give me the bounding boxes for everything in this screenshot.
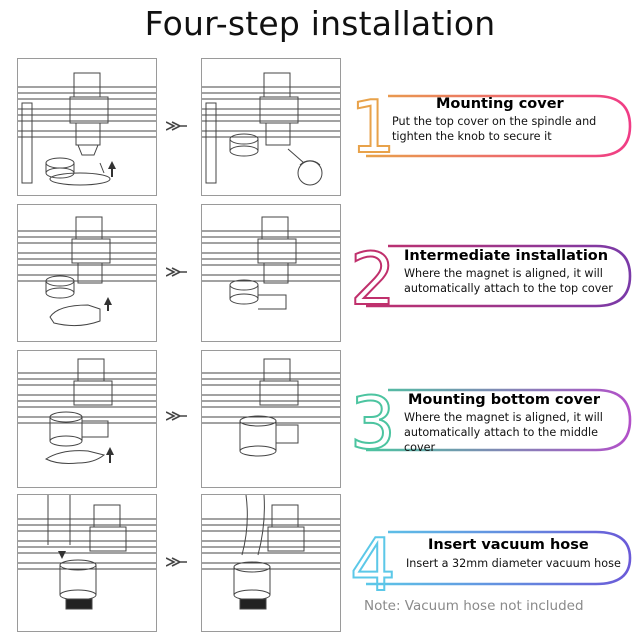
step-4-description: Insert a 32mm diameter vacuum hose bbox=[406, 557, 621, 570]
move-up-arrow-icon bbox=[108, 161, 116, 177]
machine-spindle-illustration bbox=[18, 216, 156, 327]
svg-text:2: 2 bbox=[350, 242, 396, 312]
step-4-number-graphic: 4 bbox=[349, 528, 397, 598]
step-3-after-illustration bbox=[201, 350, 341, 488]
step-1-number-graphic: 1 bbox=[349, 90, 397, 160]
step-2-after-illustration bbox=[201, 204, 341, 342]
svg-text:4: 4 bbox=[350, 528, 396, 598]
machine-spindle-illustration bbox=[18, 72, 156, 186]
step-3-frame bbox=[366, 388, 632, 452]
machine-spindle-illustration bbox=[202, 72, 340, 186]
step-1-heading: Mounting cover bbox=[436, 96, 564, 112]
step-2-frame bbox=[366, 244, 632, 308]
step-4-callout: 4 Insert vacuum hose Insert a 32mm diame… bbox=[346, 526, 634, 598]
move-up-arrow-icon bbox=[104, 297, 112, 311]
machine-spindle-illustration bbox=[202, 358, 340, 457]
svg-text:1: 1 bbox=[350, 90, 396, 160]
right-chevron-arrow-icon bbox=[166, 121, 187, 131]
machine-spindle-illustration bbox=[18, 495, 156, 610]
move-down-arrow-icon bbox=[58, 551, 66, 559]
machine-spindle-illustration bbox=[18, 358, 156, 464]
right-chevron-arrow-icon bbox=[166, 557, 187, 567]
step-3-number-graphic: 3 bbox=[349, 386, 397, 456]
step-4-heading: Insert vacuum hose bbox=[428, 537, 589, 553]
step-2-number-graphic: 2 bbox=[349, 242, 397, 312]
page-title: Four-step installation bbox=[144, 4, 496, 43]
svg-text:3: 3 bbox=[350, 386, 396, 456]
step-1-frame bbox=[366, 94, 632, 158]
step-1-description: Put the top cover on the spindle and tig… bbox=[392, 115, 597, 143]
step-2-before-illustration bbox=[17, 204, 157, 342]
step-3-description: Where the magnet is aligned, it will aut… bbox=[404, 411, 603, 454]
vacuum-hose-note: Note: Vacuum hose not included bbox=[364, 598, 584, 614]
step-2-description: Where the magnet is aligned, it will aut… bbox=[404, 267, 613, 295]
right-chevron-arrow-icon bbox=[166, 267, 187, 277]
step-1-after-illustration bbox=[201, 58, 341, 196]
step-1-callout: 1 Mounting cover Put the top cover on th… bbox=[346, 88, 634, 160]
move-up-arrow-icon bbox=[106, 447, 114, 463]
step-2-callout: 2 Intermediate installation Where the ma… bbox=[346, 240, 634, 312]
step-4-before-illustration bbox=[17, 494, 157, 632]
step-3-heading: Mounting bottom cover bbox=[408, 392, 601, 408]
machine-spindle-illustration bbox=[202, 495, 340, 610]
knob-rotate-icon bbox=[297, 160, 323, 186]
step-3-callout: 3 Mounting bottom cover Where the magnet… bbox=[346, 384, 634, 456]
step-4-frame bbox=[366, 530, 632, 586]
right-chevron-arrow-icon bbox=[166, 411, 187, 421]
step-4-after-illustration bbox=[201, 494, 341, 632]
machine-spindle-illustration bbox=[202, 216, 340, 310]
step-3-before-illustration bbox=[17, 350, 157, 488]
step-1-before-illustration bbox=[17, 58, 157, 196]
step-2-heading: Intermediate installation bbox=[404, 248, 609, 264]
